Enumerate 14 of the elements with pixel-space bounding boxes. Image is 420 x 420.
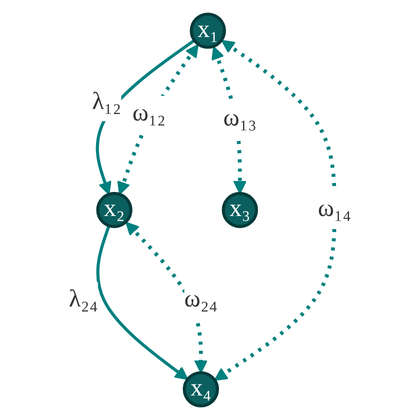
arrow bbox=[214, 40, 336, 381]
node-circle: x₄ bbox=[182, 371, 219, 408]
edge-label: ω₂₄ bbox=[184, 286, 218, 313]
edge-label: λ₂₄ bbox=[68, 286, 98, 313]
edge-label: ω₁₃ bbox=[223, 106, 257, 132]
node-circle: x₁ bbox=[190, 12, 226, 49]
node-circle: x₃ bbox=[222, 192, 258, 228]
edge-label: ω₁₄ bbox=[318, 196, 352, 222]
edge-label: λ₁₂ bbox=[92, 89, 122, 116]
edge-label: ω₁₂ bbox=[132, 100, 166, 126]
node-circle: x₂ bbox=[96, 192, 132, 228]
arrow bbox=[96, 225, 188, 380]
arrow bbox=[96, 39, 196, 195]
arrow bbox=[117, 44, 199, 195]
